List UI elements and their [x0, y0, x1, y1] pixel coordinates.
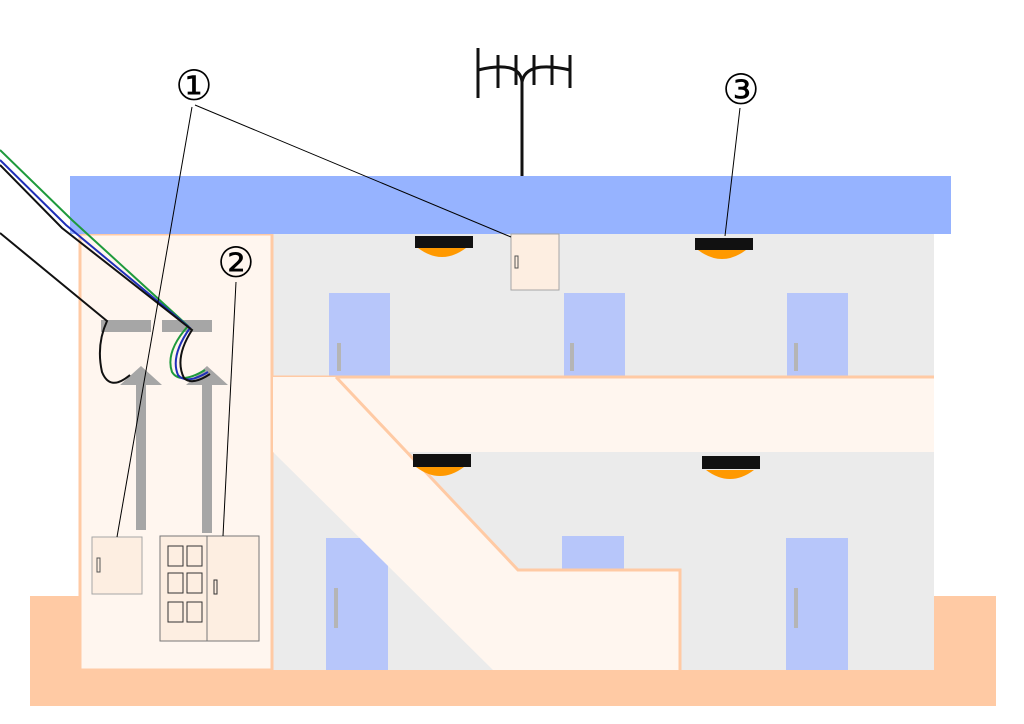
distribution-panel-icon: [159, 535, 260, 642]
incoming-cable-conduits: [101, 320, 228, 533]
roof: [70, 176, 951, 234]
meter-box-icon: [510, 233, 560, 291]
door-icon: [329, 293, 390, 377]
door-icon: [787, 293, 848, 377]
ceiling-lamp-icon: [695, 238, 753, 259]
ceiling-lamp-icon: [702, 456, 760, 479]
door-icon: [786, 538, 848, 670]
window: [562, 536, 624, 570]
antenna-icon: [476, 48, 572, 176]
lower-floor-doors: [326, 536, 848, 670]
ceiling-lamp-icon: [415, 236, 473, 257]
door-icon: [326, 538, 388, 670]
callout-2-label: ②: [217, 238, 255, 287]
incoming-wires: [0, 149, 211, 384]
staircase: [273, 377, 680, 670]
leader-lines: [116, 104, 741, 538]
door-icon: [564, 293, 625, 377]
upper-floor-doors: [329, 293, 848, 377]
corridor-and-stairs: [273, 375, 934, 670]
callout-3-label: ③: [722, 65, 760, 114]
ceiling-lamp-icon: [413, 454, 471, 476]
ceiling-lamps: [413, 236, 760, 479]
meter-box-icon: [91, 536, 143, 595]
callout-1-label: ①: [175, 61, 213, 110]
